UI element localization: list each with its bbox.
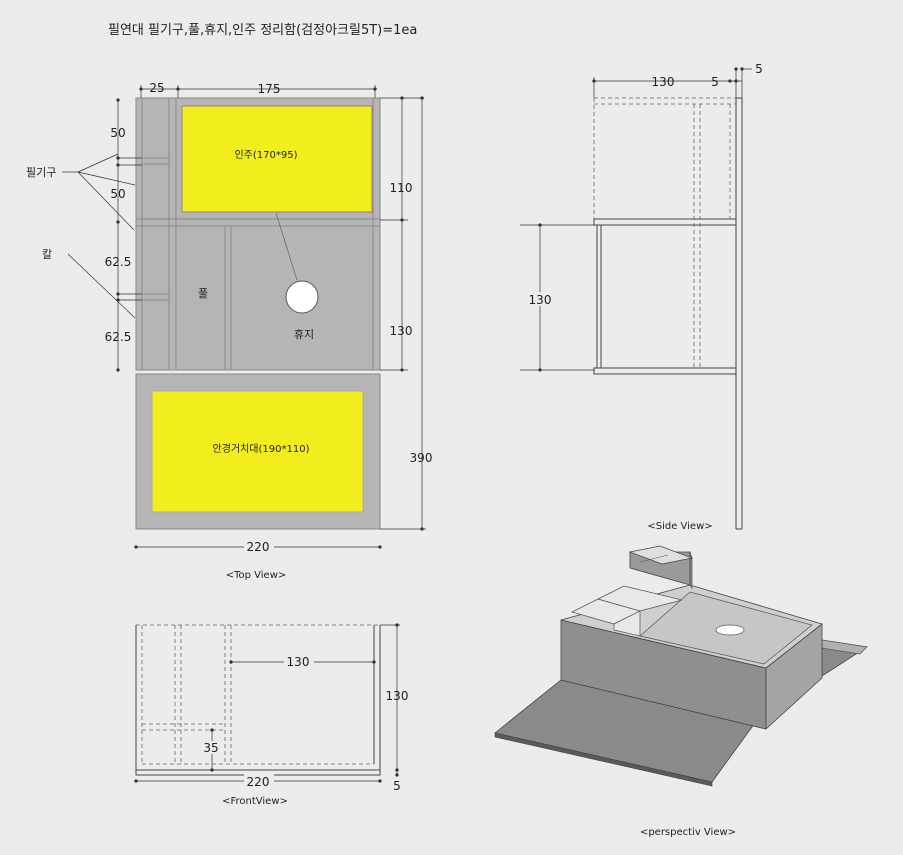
glue-label: 풀 xyxy=(198,287,208,300)
front-dim-130-bg xyxy=(284,655,314,669)
top-view-top-dims xyxy=(139,85,377,98)
side-dim-130-top: 130 xyxy=(652,75,675,89)
dim-50a: 50 xyxy=(110,126,125,140)
knife-leaders xyxy=(67,253,136,319)
top-view-right-dims xyxy=(380,96,426,531)
dim-175: 175 xyxy=(258,82,281,96)
front-dim-220: 220 xyxy=(247,775,270,789)
dim-220: 220 xyxy=(247,540,270,554)
top-view-partitions xyxy=(136,98,380,370)
tissue-leader xyxy=(275,212,298,281)
front-dim-35: 35 xyxy=(203,741,218,755)
side-view-hidden-lines xyxy=(593,97,736,368)
side-view-top-dims xyxy=(592,67,752,98)
perspective-pen-holder-side xyxy=(689,551,693,589)
front-dim-130-height: 130 xyxy=(386,689,409,703)
tissue-label: 휴지 xyxy=(294,328,314,341)
side-view-caption: <Side View> xyxy=(647,521,712,532)
dim-390: 390 xyxy=(410,451,433,465)
side-dim-130-bg xyxy=(526,292,554,306)
side-dim-130-mid: 130 xyxy=(529,293,552,307)
side-dim-5b: 5 xyxy=(755,62,763,76)
pen-leaders xyxy=(62,153,136,231)
perspective-pen-holder-top xyxy=(628,545,694,565)
top-view: 인주(170*95) 안경거치대(190*110) 휴지 풀 필기구 칼 xyxy=(26,81,432,581)
front-view-right-dims xyxy=(380,623,400,777)
perspective-tissue-hole xyxy=(715,624,745,636)
front-dim-5: 5 xyxy=(393,779,401,793)
dim-25: 25 xyxy=(149,81,164,95)
knife-label: 칼 xyxy=(42,248,52,261)
top-view-left-dims xyxy=(116,98,142,372)
seal-tray xyxy=(181,105,373,213)
tissue-hole xyxy=(285,280,319,314)
front-dim-220-bg xyxy=(244,774,274,788)
dim-220-bg xyxy=(244,540,274,554)
dim-62-5a: 62.5 xyxy=(105,255,132,269)
glasses-label: 안경거치대(190*110) xyxy=(213,442,310,455)
side-view: 130 5 5 130 <Side View> xyxy=(520,62,763,532)
perspective-view: <perspectiv View> xyxy=(494,545,869,838)
front-view-outline xyxy=(135,625,381,776)
glasses-stand xyxy=(151,390,364,513)
pen-label: 필기구 xyxy=(26,166,56,179)
top-view-caption: <Top View> xyxy=(226,570,287,581)
side-dim-5a: 5 xyxy=(711,75,719,89)
perspective-caption: <perspectiv View> xyxy=(640,827,736,838)
dim-62-5b: 62.5 xyxy=(105,330,132,344)
side-view-outline xyxy=(593,97,743,530)
drawing-title: 필연대 필기구,풀,휴지,인주 정리함(검정아크릴5T)=1ea xyxy=(108,23,417,38)
front-view-hidden-lines xyxy=(136,624,380,765)
perspective-base-edge xyxy=(494,732,713,787)
front-view: 130 35 130 5 220 <FrontView> xyxy=(134,623,409,807)
perspective-compartments xyxy=(571,585,683,637)
front-dim-130-inner: 130 xyxy=(287,655,310,669)
front-dim-35-bg xyxy=(202,741,222,754)
front-view-caption: <FrontView> xyxy=(222,796,288,807)
dim-110: 110 xyxy=(390,181,413,195)
dim-50b: 50 xyxy=(110,187,125,201)
seal-label: 인주(170*95) xyxy=(234,149,297,161)
perspective-pen-divider xyxy=(639,554,669,563)
dim-130: 130 xyxy=(390,324,413,338)
